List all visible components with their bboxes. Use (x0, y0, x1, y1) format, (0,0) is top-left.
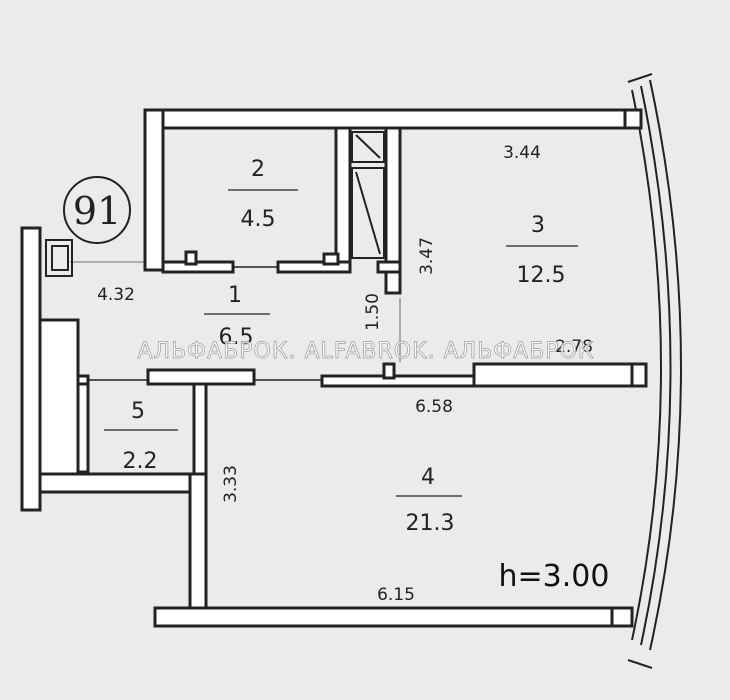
wall-middle-2 (320, 374, 476, 388)
dimension-room3-lower: 2.78 (555, 337, 593, 357)
dimension-hall-width: 4.32 (97, 285, 135, 305)
room-number: 4 (421, 465, 435, 490)
wall-stub-2 (322, 252, 340, 266)
curved-facade-wall (627, 73, 682, 669)
wall-middle-3 (472, 362, 634, 388)
apartment-number-badge: 91 (63, 176, 131, 244)
wardrobe-unit (351, 131, 385, 259)
room-number: 1 (228, 283, 242, 308)
window-bottom-right (610, 606, 634, 628)
room-area: 6.5 (219, 325, 254, 350)
room-label-4: 4 21.3 (396, 465, 462, 536)
room-label-5: 5 2.2 (104, 399, 178, 474)
room-number: 2 (251, 157, 265, 182)
wall-room3-left (384, 126, 402, 295)
wall-room2-bottom-left (161, 260, 235, 274)
wall-room2-left (143, 108, 165, 272)
window-top-right (623, 108, 643, 130)
dimension-room4-depth: 3.33 (221, 465, 241, 503)
room-label-3: 3 12.5 (506, 213, 578, 288)
watermark: АЛЬФАБРОК. ALFABROK. АЛЬФАБРОК (137, 339, 594, 364)
wall-middle-1 (146, 368, 256, 386)
wall-stub-3 (382, 362, 396, 380)
room-area: 2.2 (123, 449, 158, 474)
wall-room5-left (76, 382, 90, 474)
dimension-room4-width-bottom: 6.15 (377, 585, 415, 605)
dimension-room3-depth: 3.47 (417, 237, 437, 275)
room-number: 3 (531, 213, 545, 238)
room-area: 12.5 (517, 263, 566, 288)
dimension-room4-width-top: 6.58 (415, 397, 453, 417)
room-area: 4.5 (241, 207, 276, 232)
wall-room5-right (192, 382, 208, 476)
window-middle-right (630, 362, 648, 388)
room-area: 21.3 (406, 511, 455, 536)
dimension-hall-depth: 1.50 (363, 293, 383, 331)
wall-bottom (153, 606, 634, 628)
wall-stub (184, 250, 198, 266)
room-label-2: 2 4.5 (228, 157, 298, 232)
wall-top (143, 108, 634, 130)
wall-room5-bottom (38, 472, 208, 494)
wall-room2-room3 (334, 126, 352, 272)
apartment-number: 91 (73, 189, 121, 233)
wall-room3-corner (376, 260, 402, 274)
room-label-1: 1 6.5 (204, 283, 270, 350)
wall-room4-left (188, 472, 208, 612)
room-number: 5 (131, 399, 145, 424)
dimension-room3-width: 3.44 (503, 143, 541, 163)
balcony-column (20, 226, 80, 512)
ceiling-height: h=3.00 (499, 559, 610, 594)
